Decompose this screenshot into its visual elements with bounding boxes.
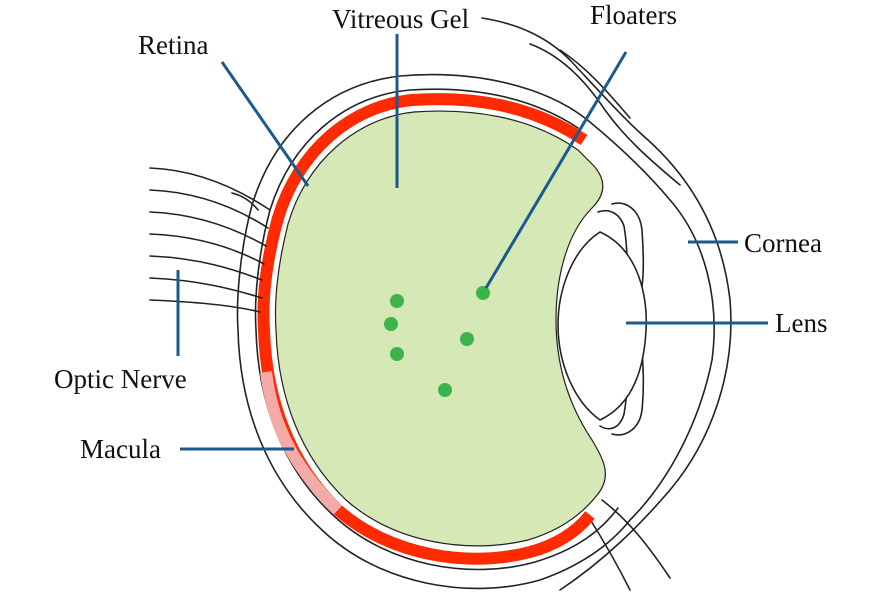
sclera-outline xyxy=(236,73,715,590)
lens-label: Lens xyxy=(775,308,827,338)
inner-sclera-outline xyxy=(254,88,619,571)
floater-dot xyxy=(384,317,398,331)
cornea-label: Cornea xyxy=(744,228,822,258)
optic-nerve-label: Optic Nerve xyxy=(54,364,187,394)
macula-band xyxy=(260,371,343,515)
retina-label: Retina xyxy=(138,30,208,60)
lens xyxy=(557,231,648,421)
floaters-label: Floaters xyxy=(590,0,677,30)
macula-label: Macula xyxy=(80,434,161,464)
floater-dot xyxy=(438,383,452,397)
floaters-leader xyxy=(484,51,628,289)
floater-dot xyxy=(390,347,404,361)
retina-band xyxy=(257,93,595,565)
floater-dot xyxy=(476,286,490,300)
floaters-group xyxy=(384,286,490,397)
floater-dot xyxy=(390,294,404,308)
floater-dot xyxy=(460,332,474,346)
vitreous-gel xyxy=(274,110,606,547)
retina-leader xyxy=(220,61,310,187)
vitreous-gel-label: Vitreous Gel xyxy=(332,4,469,34)
optic-nerve-fibers xyxy=(149,167,271,313)
